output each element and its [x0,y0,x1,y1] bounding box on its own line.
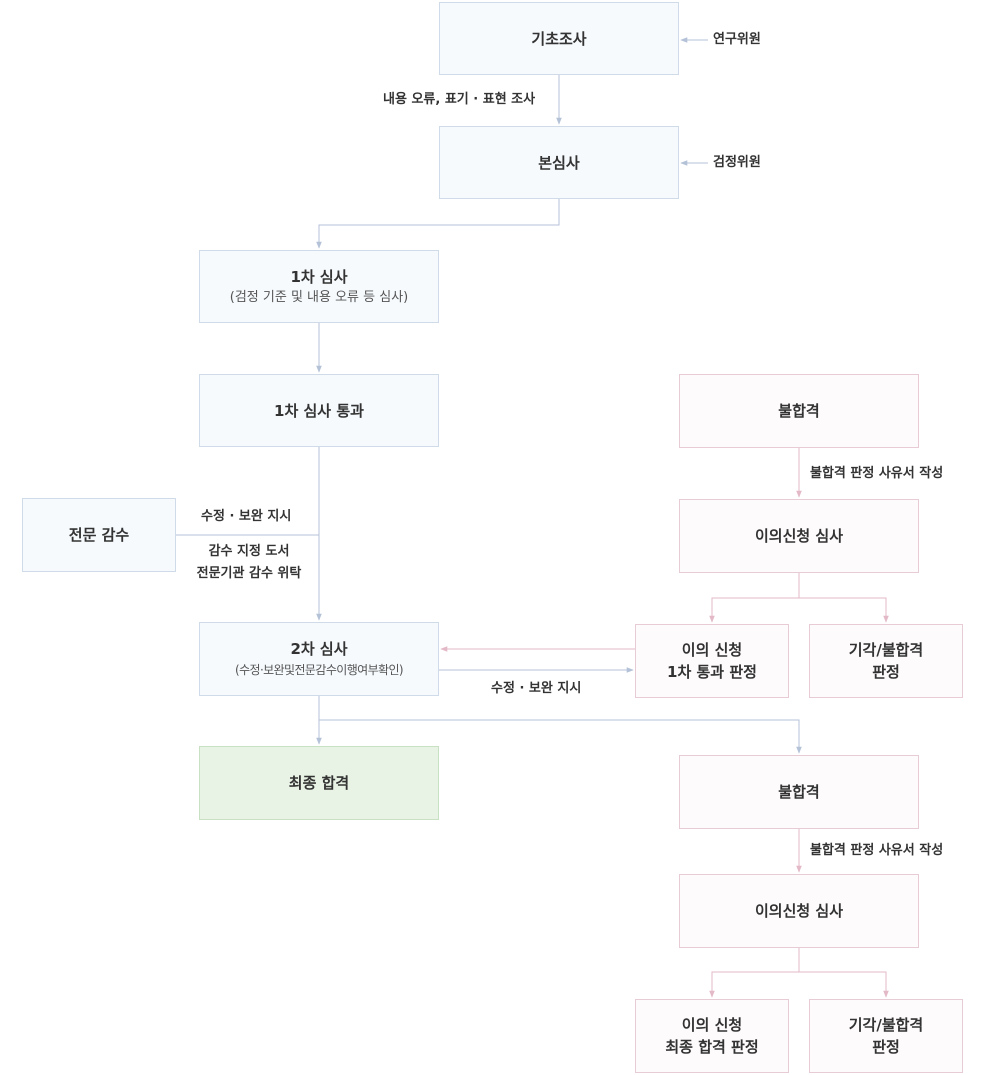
edge-objection1-split [709,573,800,623]
node-expert-review: 전문 감수 [22,498,176,572]
node-subtitle: (검정 기준 및 내용 오류 등 심사) [229,289,409,305]
label-research-committee: 연구위원 [713,32,761,47]
node-title: 이의신청 심사 [754,527,844,545]
node-line-2: 판정 [872,663,900,681]
edge-objection2-to-reject2 [799,971,889,998]
label-expert-designated-line-2: 전문기관 감수 위탁 [196,566,302,581]
edge-main-to-first [316,199,560,249]
label-expert-designated-line-1: 감수 지정 도서 [208,544,290,559]
label-revise-instruction-right: 수정 · 보완 지시 [491,681,582,696]
node-line-1: 이의 신청 [681,1016,743,1034]
node-title: 1차 심사 [290,267,348,286]
node-basic-review: 기초조사 [439,2,679,75]
node-second-review: 2차 심사 (수정·보완및전문감수이행여부확인) [199,622,439,696]
label-revise-instruction-left: 수정 · 보완 지시 [201,509,292,524]
node-first-review: 1차 심사 (검정 기준 및 내용 오류 등 심사) [199,250,439,323]
node-first-pass: 1차 심사 통과 [199,374,439,447]
node-final-pass: 최종 합격 [199,746,439,820]
node-title: 불합격 [778,783,820,801]
node-title: 이의신청 심사 [754,902,844,920]
node-line-2: 판정 [872,1038,900,1056]
node-reject-1: 기각/불합격 판정 [809,624,963,698]
node-objection-review-2: 이의신청 심사 [679,874,919,948]
node-main-review: 본심사 [439,126,679,199]
node-title: 최종 합격 [288,774,350,792]
node-title: 본심사 [538,153,580,172]
node-objection-first-pass: 이의 신청 1차 통과 판정 [635,624,789,698]
edge-second-to-fail2 [319,719,802,754]
node-subtitle: (수정·보완및전문감수이행여부확인) [235,663,404,677]
node-fail-2: 불합격 [679,755,919,829]
node-line-1: 이의 신청 [681,641,743,659]
label-review-committee: 검정위원 [713,155,761,170]
label-content-error-check: 내용 오류, 표기 · 표현 조사 [383,92,536,107]
node-title: 2차 심사 [290,640,348,658]
node-fail-1: 불합격 [679,374,919,448]
node-line-2: 1차 통과 판정 [667,663,757,681]
node-reject-2: 기각/불합격 판정 [809,999,963,1073]
edge-objection1-to-reject1 [799,597,889,623]
edge-objection2-split [709,948,800,998]
node-title: 전문 감수 [68,526,130,544]
label-expert-designated: 감수 지정 도서 전문기관 감수 위탁 [187,541,311,585]
node-line-1: 기각/불합격 [848,641,924,659]
node-line-2: 최종 합격 판정 [665,1038,759,1056]
node-line-1: 기각/불합격 [848,1016,924,1034]
label-fail-reason-2: 불합격 판정 사유서 작성 [810,843,944,858]
node-objection-review-1: 이의신청 심사 [679,499,919,573]
node-title: 불합격 [778,402,820,420]
node-title: 기초조사 [531,29,587,48]
node-title: 1차 심사 통과 [274,401,364,420]
label-fail-reason-1: 불합격 판정 사유서 작성 [810,466,944,481]
node-objection-final-pass: 이의 신청 최종 합격 판정 [635,999,789,1073]
